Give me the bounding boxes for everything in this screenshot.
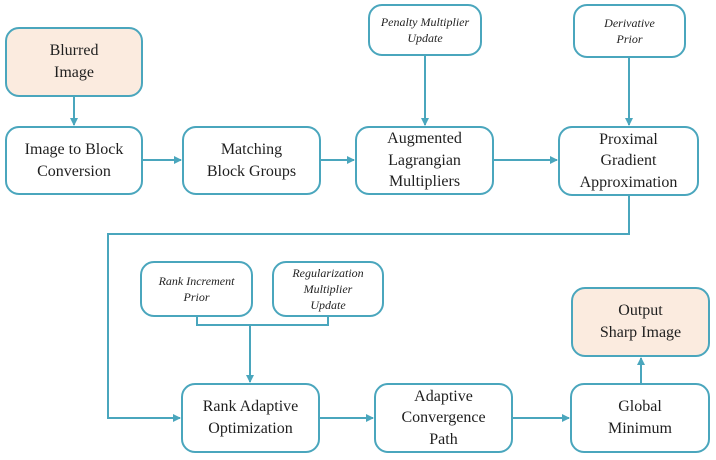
derivative-prior-node: Derivative Prior — [573, 4, 686, 58]
regularization-multiplier-update-node: Regularization Multiplier Update — [272, 261, 384, 317]
penalty-multiplier-update-node: Penalty Multiplier Update — [368, 4, 482, 56]
global-minimum-node: Global Minimum — [570, 383, 710, 453]
arrow-proximal-to-rank-adaptive — [107, 196, 630, 422]
output-sharp-image-node: Output Sharp Image — [571, 287, 710, 357]
adaptive-convergence-path-node: Adaptive Convergence Path — [374, 383, 513, 453]
blurred-image-node: Blurred Image — [5, 27, 143, 97]
connector-rank-increment-merge — [196, 317, 250, 326]
matching-block-groups-node: Matching Block Groups — [182, 126, 321, 195]
augmented-lagrangian-node: Augmented Lagrangian Multipliers — [355, 126, 494, 195]
image-to-block-node: Image to Block Conversion — [5, 126, 143, 195]
rank-adaptive-optimization-node: Rank Adaptive Optimization — [181, 383, 320, 453]
rank-increment-prior-node: Rank Increment Prior — [140, 261, 253, 317]
proximal-gradient-node: Proximal Gradient Approximation — [558, 126, 699, 196]
connector-regularization-merge — [250, 317, 329, 326]
